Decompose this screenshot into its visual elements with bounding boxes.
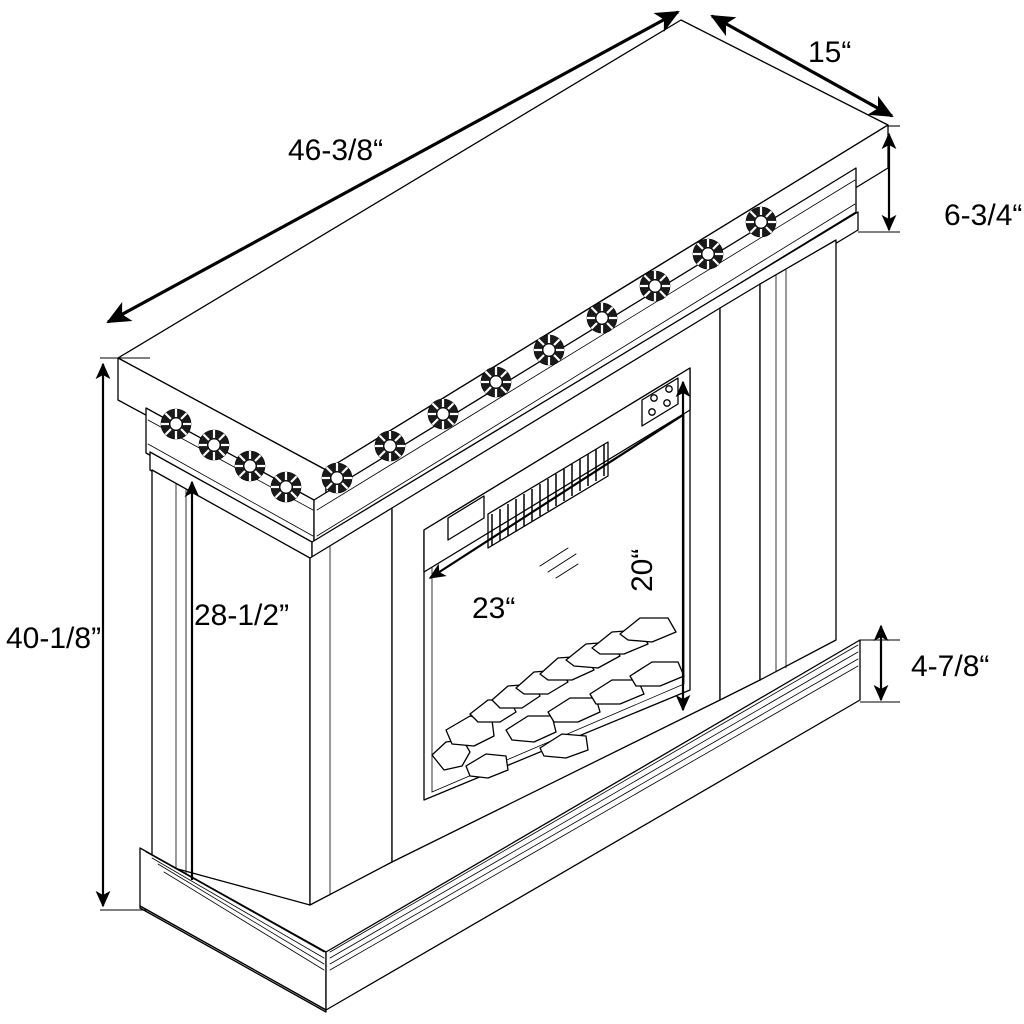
fireplace-body [117, 19, 889, 1013]
left-pilaster-side [309, 507, 393, 906]
rosette-medallion [270, 471, 302, 503]
control-button-3[interactable] [650, 394, 658, 402]
dimension-overall-depth: 15“ [710, 14, 894, 118]
dimension-line [710, 14, 894, 118]
dimension-label-overall-width: 46-3/8“ [288, 134, 383, 167]
dimension-label-firebox-width: 23“ [472, 592, 515, 625]
control-button-4[interactable] [665, 385, 673, 393]
heater-vent-grille [491, 444, 605, 546]
right-pilaster-outer [759, 239, 837, 681]
rosette-medallion [639, 270, 671, 302]
dimension-line [106, 10, 680, 324]
rosette-medallion [692, 238, 724, 270]
rock-ember-bed [431, 617, 685, 779]
glass-reflection-lines [539, 547, 579, 579]
rosette-medallion [374, 430, 406, 462]
frieze-reveal-line-3 [147, 443, 314, 537]
rosette-medallion [745, 206, 777, 238]
rosette-medallion [234, 450, 266, 482]
rosette-medallion [427, 398, 459, 430]
dimension-label-overall-height: 40-1/8” [6, 622, 101, 655]
dimension-line [428, 414, 684, 579]
dimension-mantel-shelf-height: 6-3/4“ [858, 125, 1022, 233]
dimension-label-base-plinth-height: 4-7/8“ [911, 650, 989, 683]
control-button-1[interactable] [648, 408, 656, 416]
dimension-label-firebox-height: 20“ [626, 549, 659, 592]
right-pilaster-inner [719, 283, 761, 701]
rosette-medallion [533, 334, 565, 366]
dimension-firebox-height: 20“ [626, 380, 691, 712]
dimension-firebox-width: 23“ [428, 414, 684, 625]
rosette-medallion [198, 429, 230, 461]
heater-vent-grille-frame [487, 441, 609, 549]
rosette-medallion [480, 366, 512, 398]
control-button-2[interactable] [663, 399, 671, 407]
rosette-medallion [160, 408, 192, 440]
dimension-label-overall-depth: 15“ [808, 36, 851, 69]
dimension-label-mantel-shelf-height: 6-3/4“ [944, 199, 1022, 232]
frieze-reveal-line-4 [316, 203, 856, 537]
rosette-medallion [586, 302, 618, 334]
firebox-switch-plate [447, 495, 485, 541]
dimension-column-height: 28-1/2” [184, 480, 289, 880]
dimension-overall-width: 46-3/8“ [106, 10, 680, 324]
dimension-overall-height: 40-1/8” [6, 357, 150, 911]
rosette-group-left [160, 408, 302, 503]
dimension-base-plinth-height: 4-7/8“ [860, 624, 989, 703]
base-plinth-molding [139, 639, 861, 1013]
dimension-label-column-height: 28-1/2” [194, 599, 289, 632]
rosette-medallion [321, 462, 353, 494]
